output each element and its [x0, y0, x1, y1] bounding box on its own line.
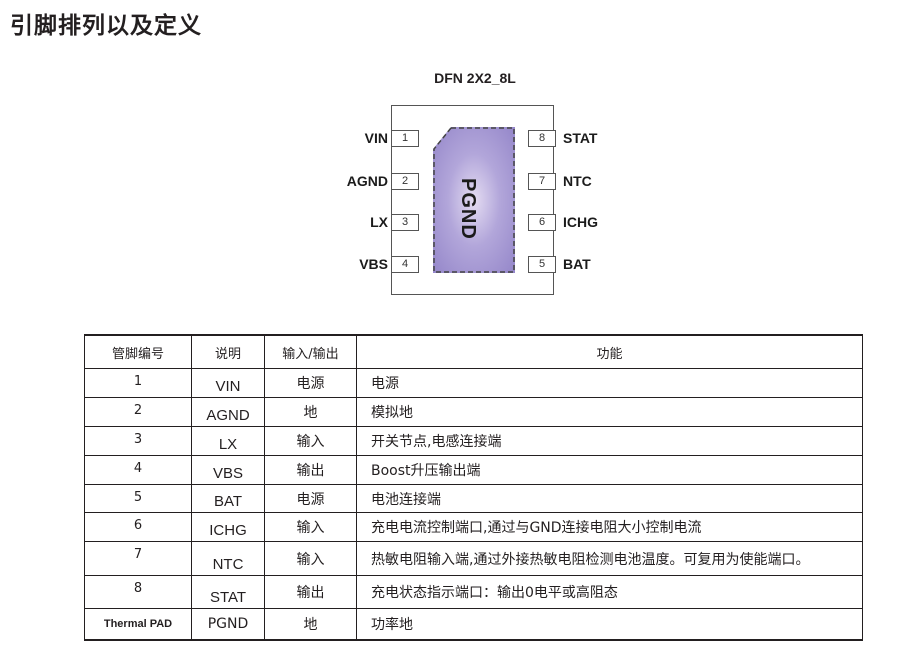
table-row: 3 LX 输入 开关节点,电感连接端 — [84, 426, 863, 456]
table-row: Thermal PAD PGND 地 功率地 — [84, 608, 863, 640]
cell-function: 电池连接端 — [356, 484, 863, 513]
pin-name-vbs: VBS — [359, 256, 388, 272]
pin-name-vin: VIN — [364, 130, 388, 146]
pin-4-box: 4 — [391, 256, 419, 273]
pin-name-stat: STAT — [563, 130, 598, 146]
thermal-pad-outline — [433, 127, 515, 273]
pin-name-ichg: ICHG — [563, 214, 598, 230]
pin-name-ntc: NTC — [563, 173, 592, 189]
cell-function: 开关节点,电感连接端 — [356, 426, 863, 456]
table-row: 6 ICHG 输入 充电电流控制端口,通过与GND连接电阻大小控制电流 — [84, 512, 863, 542]
table-row: 5 BAT 电源 电池连接端 — [84, 484, 863, 513]
table-row: 7 NTC 输入 热敏电阻输入端,通过外接热敏电阻检测电池温度。可复用为使能端口… — [84, 541, 863, 576]
cell-function: 充电状态指示端口：输出0电平或高阻态 — [356, 575, 863, 609]
pin-name-agnd: AGND — [346, 173, 388, 189]
cell-pin: 1 — [84, 368, 192, 398]
cell-name: LX — [191, 426, 265, 456]
pin-definition-table: 管脚编号 说明 输入/输出 功能 1 VIN 电源 电源 2 AGND 地 模拟… — [84, 334, 863, 641]
cell-io: 输入 — [264, 541, 357, 576]
cell-io: 电源 — [264, 368, 357, 398]
table-row: 1 VIN 电源 电源 — [84, 368, 863, 398]
cell-io: 地 — [264, 608, 357, 640]
cell-io: 输出 — [264, 575, 357, 609]
table-header-row: 管脚编号 说明 输入/输出 功能 — [84, 334, 863, 369]
cell-io: 输出 — [264, 455, 357, 485]
cell-name: STAT — [191, 575, 265, 609]
cell-function: 模拟地 — [356, 397, 863, 427]
header-pin-number: 管脚编号 — [84, 334, 192, 369]
table-row: 8 STAT 输出 充电状态指示端口：输出0电平或高阻态 — [84, 575, 863, 609]
header-function: 功能 — [356, 334, 863, 369]
cell-function: Boost升压输出端 — [356, 455, 863, 485]
package-name: DFN 2X2_8L — [434, 70, 516, 86]
cell-io: 输入 — [264, 426, 357, 456]
pin-name-lx: LX — [370, 214, 388, 230]
cell-pin: 2 — [84, 397, 192, 427]
cell-name: NTC — [191, 541, 265, 576]
cell-pin: 4 — [84, 455, 192, 485]
cell-name: PGND — [191, 608, 265, 640]
cell-pin: 8 — [84, 575, 192, 609]
cell-io: 地 — [264, 397, 357, 427]
cell-name: BAT — [191, 484, 265, 513]
pin-3-box: 3 — [391, 214, 419, 231]
header-description: 说明 — [191, 334, 265, 369]
cell-name: VIN — [191, 368, 265, 398]
cell-pin: Thermal PAD — [84, 608, 192, 640]
cell-function: 热敏电阻输入端,通过外接热敏电阻检测电池温度。可复用为使能端口。 — [356, 541, 863, 576]
pin-7-box: 7 — [528, 173, 556, 190]
section-title: 引脚排列以及定义 — [10, 13, 202, 39]
cell-function: 功率地 — [356, 608, 863, 640]
table-row: 2 AGND 地 模拟地 — [84, 397, 863, 427]
table-row: 4 VBS 输出 Boost升压输出端 — [84, 455, 863, 485]
cell-name: ICHG — [191, 512, 265, 542]
cell-pin: 6 — [84, 512, 192, 542]
pin-8-box: 8 — [528, 130, 556, 147]
cell-function: 充电电流控制端口,通过与GND连接电阻大小控制电流 — [356, 512, 863, 542]
pin-2-box: 2 — [391, 173, 419, 190]
header-io: 输入/输出 — [264, 334, 357, 369]
cell-pin: 5 — [84, 484, 192, 513]
cell-io: 输入 — [264, 512, 357, 542]
cell-pin: 3 — [84, 426, 192, 456]
cell-name: AGND — [191, 397, 265, 427]
pin-name-bat: BAT — [563, 256, 591, 272]
pad-label: PGND — [457, 178, 479, 240]
thermal-pad — [433, 127, 515, 273]
cell-function: 电源 — [356, 368, 863, 398]
cell-pin: 7 — [84, 541, 192, 576]
cell-io: 电源 — [264, 484, 357, 513]
pin-1-box: 1 — [391, 130, 419, 147]
pin-6-box: 6 — [528, 214, 556, 231]
pin-5-box: 5 — [528, 256, 556, 273]
cell-name: VBS — [191, 455, 265, 485]
